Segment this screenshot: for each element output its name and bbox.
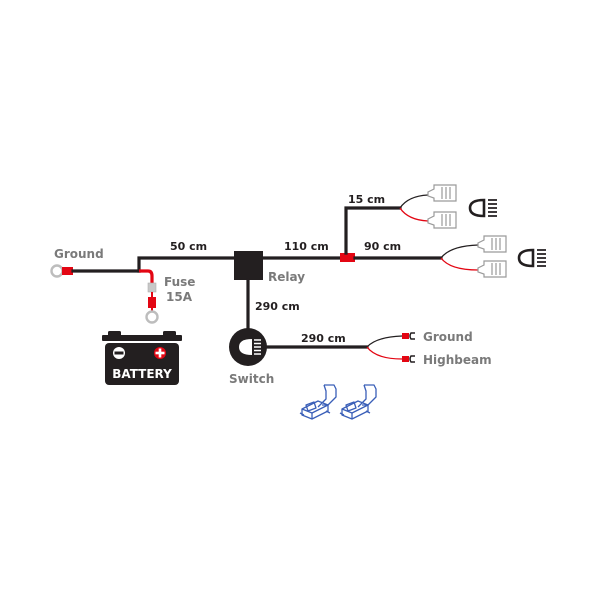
relay-box [234, 251, 263, 280]
spade-connector [477, 260, 507, 278]
high-beam-icon [468, 198, 497, 218]
positive-ring-terminal [145, 310, 159, 324]
spade-connector [477, 235, 507, 253]
relay-label: Relay [268, 270, 305, 284]
wire-upper-branch [344, 206, 402, 255]
ground-terminal [402, 332, 415, 340]
fuse [147, 282, 157, 311]
split-connector-red [340, 253, 355, 262]
lower-split-black [440, 244, 479, 259]
vehicle-split-red [366, 346, 403, 360]
positive-wire-red [139, 269, 154, 283]
length-label-290cm-horizontal: 290 cm [301, 332, 346, 345]
highbeam-label: Highbeam [423, 353, 492, 367]
lower-split-red [440, 257, 479, 271]
vehicle-split-black [366, 335, 403, 348]
headlight-switch-icon [229, 328, 267, 366]
length-label-50cm: 50 cm [170, 240, 207, 253]
ground-label-left: Ground [54, 247, 104, 261]
spade-connector [427, 184, 457, 202]
wire-battery-to-relay [137, 256, 236, 273]
wire-tap-connector-icon [339, 384, 377, 420]
upper-split-red [399, 207, 429, 222]
switch-label: Switch [229, 372, 274, 386]
length-label-110cm: 110 cm [284, 240, 329, 253]
ground-label-right: Ground [423, 330, 473, 344]
length-label-15cm: 15 cm [348, 193, 385, 206]
high-beam-icon [517, 248, 546, 268]
wire-tap-connector-icon [299, 384, 337, 420]
battery-label: BATTERY [112, 367, 172, 381]
battery-icon: BATTERY [102, 331, 182, 385]
fuse-label: Fuse [164, 275, 195, 289]
length-label-90cm: 90 cm [364, 240, 401, 253]
ground-ring-terminal-left [50, 264, 73, 278]
length-label-290cm-vertical: 290 cm [255, 300, 300, 313]
highbeam-terminal [402, 355, 415, 363]
spade-connector [427, 211, 457, 229]
fuse-rating-label: 15A [166, 290, 193, 304]
upper-split-black [399, 194, 429, 209]
